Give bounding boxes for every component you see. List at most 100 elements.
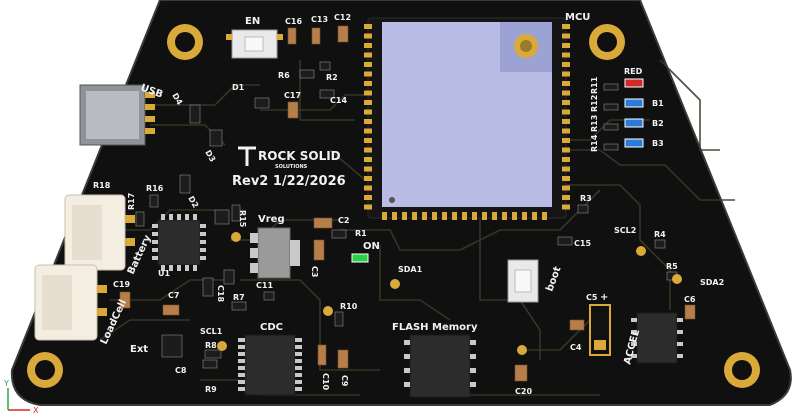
passive-part — [135, 211, 145, 227]
refdes-c9: C9 — [340, 375, 349, 387]
mounting-holes — [27, 24, 760, 388]
mcu-module — [367, 17, 567, 219]
passive-part — [204, 349, 222, 359]
label-red: RED — [624, 67, 643, 76]
label-b2: B2 — [652, 119, 664, 128]
mcu-pad — [364, 176, 372, 181]
refdes-c2: C2 — [338, 216, 349, 225]
mcu-pad — [562, 100, 570, 105]
refdes-c3: C3 — [310, 266, 319, 277]
ic-pin — [185, 265, 189, 271]
mcu-pad — [562, 33, 570, 39]
mcu-pad — [562, 204, 570, 210]
passive-part — [603, 143, 619, 151]
ic-pin — [193, 214, 197, 220]
refdes-d1: D1 — [232, 83, 245, 92]
ic-pin — [200, 224, 206, 228]
mcu-pad — [492, 212, 497, 220]
refdes-u1: U1 — [158, 269, 170, 278]
passive-part — [311, 27, 321, 45]
en-button — [226, 29, 283, 59]
refdes-r10: R10 — [340, 302, 358, 311]
ic-pin — [404, 354, 410, 359]
ic-pin — [200, 232, 206, 236]
mcu-pad — [562, 43, 570, 48]
mcu-pad — [364, 52, 372, 58]
ic-pin — [177, 265, 181, 271]
mcu-pad — [364, 33, 372, 39]
ic-pin — [169, 214, 173, 220]
mcu-pad — [364, 81, 372, 86]
refdes-c19: C19 — [113, 280, 130, 289]
ic-pin — [238, 352, 245, 356]
axis-x-label: X — [33, 406, 39, 415]
mcu-pad — [562, 119, 570, 124]
passive-part — [214, 209, 230, 225]
ic-pin — [295, 352, 302, 356]
passive-part — [162, 304, 180, 316]
led-b1 — [624, 98, 644, 108]
passive-part — [254, 97, 270, 109]
battery-connector — [64, 194, 135, 271]
mcu-pad — [562, 62, 570, 67]
mcu-pad — [422, 212, 427, 220]
passive-part — [119, 291, 131, 309]
mcu-pad — [364, 71, 372, 77]
ic-pin — [177, 214, 181, 220]
ic-pin — [470, 354, 476, 359]
ic-pin — [200, 256, 206, 260]
usb-connector — [79, 84, 155, 146]
ic-pin — [404, 368, 410, 373]
refdes-c12: C12 — [334, 13, 351, 22]
refdes-r2: R2 — [326, 73, 338, 82]
refdes-r14: R14 — [590, 134, 599, 152]
ic-pin — [161, 214, 165, 220]
refdes-c14: C14 — [330, 96, 347, 105]
cdc-chip — [244, 334, 296, 396]
ic-pin — [295, 366, 302, 370]
mcu-pad — [364, 138, 372, 143]
label-en: EN — [245, 16, 260, 27]
mcu-pad — [402, 212, 407, 220]
refdes-c8: C8 — [175, 366, 187, 375]
ic-pin — [631, 342, 637, 346]
mcu-pad — [562, 166, 570, 172]
ic-pin — [295, 359, 302, 363]
mcu-pad — [482, 212, 487, 220]
mcu-pad — [364, 119, 372, 124]
ic-pin — [677, 330, 683, 334]
mcu-pad — [562, 24, 570, 29]
passive-part — [231, 301, 247, 311]
ic-pin — [295, 380, 302, 384]
passive-part — [331, 229, 347, 239]
passive-part — [603, 103, 619, 111]
mcu-pad — [522, 212, 527, 220]
mcu-pad — [562, 176, 570, 181]
ic-pin — [200, 240, 206, 244]
mcu-pad — [562, 195, 570, 200]
mcu-pad — [364, 147, 372, 153]
ic-pin — [295, 345, 302, 349]
ic-pin — [152, 240, 158, 244]
refdes-c20: C20 — [515, 387, 532, 396]
passive-part — [319, 89, 335, 99]
ic-pin — [677, 342, 683, 346]
passive-part — [514, 364, 528, 382]
passive-part — [263, 291, 275, 301]
mcu-pad — [502, 212, 507, 220]
mcu-pad — [562, 90, 570, 96]
ic-pin — [631, 330, 637, 334]
passive-part — [654, 239, 666, 249]
ic-pin — [677, 354, 683, 358]
logo-text: ROCK SOLID — [258, 149, 341, 163]
refdes-c7: C7 — [168, 291, 179, 300]
passive-part — [189, 104, 201, 124]
refdes-r4: R4 — [654, 230, 666, 239]
passive-part — [337, 349, 349, 369]
mcu-pad — [364, 128, 372, 134]
ic-pin — [631, 318, 637, 322]
passive-part — [161, 334, 183, 358]
passive-part — [223, 269, 235, 285]
refdes-r11: R11 — [590, 76, 599, 94]
refdes-c16: C16 — [285, 17, 302, 26]
